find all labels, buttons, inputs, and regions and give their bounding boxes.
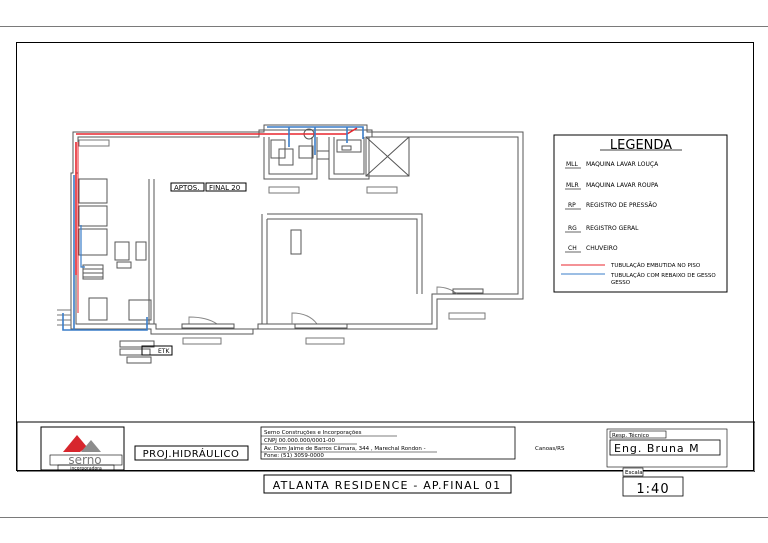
legend-item: RG REGISTRO GERAL: [565, 225, 639, 233]
legend-item: RP REGISTRO DE PRESSÃO: [565, 202, 657, 210]
resp-name: Eng. Bruna M: [614, 442, 700, 455]
company-line: Av. Dom Jaime de Barros Câmara, 344 , Ma…: [264, 445, 426, 452]
legend-item: CH CHUVEIRO: [565, 245, 618, 253]
unit-label-aptos: APTOS.: [174, 184, 199, 192]
bottom-rule: [0, 517, 768, 518]
pipe-kitchen-blue: [80, 225, 85, 268]
company-line: CNPJ 00.000.000/0001-00: [264, 438, 335, 444]
project-type: PROJ.HIDRÁULICO: [143, 447, 240, 460]
logo-sub: incorporadora: [70, 466, 102, 472]
unit-label: APTOS. FINAL 20: [170, 182, 247, 192]
legend-pipe-text: TUBULAÇÃO COM REBAIXO DE GESSO: [610, 272, 716, 279]
company-info: Serno Construções e Incorporações CNPJ 0…: [260, 426, 565, 460]
scale-value: 1:40: [636, 482, 669, 497]
etk-text: ETK: [158, 348, 170, 355]
company-line: Serno Construções e Incorporações: [264, 430, 362, 436]
logo-red-shape: [63, 435, 87, 452]
legend-box: LEGENDA MLL MAQUINA LAVAR LOUÇA MLR MAQU…: [553, 134, 728, 293]
company-logo: serno incorporadora: [40, 426, 125, 472]
pipe-floor-red: [75, 127, 358, 275]
pipe-ceiling-blue: [62, 126, 364, 331]
legend-pipe-text-cont: GESSO: [611, 280, 631, 286]
etk-label: ETK: [141, 345, 173, 356]
legend-code: RG: [568, 225, 577, 232]
company-line: Fone: (51) 3059-0000: [264, 453, 324, 459]
top-rule: [0, 26, 768, 27]
legend-pipe-text: TUBULAÇÃO EMBUTIDA NO PISO: [610, 262, 701, 269]
legend-code: CH: [568, 245, 577, 252]
drawing-canvas: APTOS. FINAL 20 ETK LEGENDA MLL MAQUINA …: [16, 124, 756, 473]
legend-text: MAQUINA LAVAR ROUPA: [586, 182, 659, 189]
floor-plan: [57, 124, 524, 364]
project-type-field: PROJ.HIDRÁULICO: [134, 445, 249, 461]
legend-item: MLL MAQUINA LAVAR LOUÇA: [565, 161, 659, 169]
company-city: Canoas/RS: [535, 446, 565, 452]
resp-label: Resp. Técnico: [612, 432, 650, 439]
legend-pipe-floor: TUBULAÇÃO EMBUTIDA NO PISO: [561, 262, 701, 269]
legend-code: RP: [568, 202, 576, 209]
legend-text: REGISTRO GERAL: [586, 225, 639, 232]
pipe-network: [62, 126, 364, 331]
logo-grey-shape: [81, 440, 101, 452]
legend-item: MLR MAQUINA LAVAR ROUPA: [565, 182, 659, 190]
legend-text: REGISTRO DE PRESSÃO: [586, 202, 657, 209]
legend-text: MAQUINA LAVAR LOUÇA: [586, 161, 659, 168]
project-name: ATLANTA RESIDENCE - AP.FINAL 01: [273, 479, 502, 492]
drawing-sheet: APTOS. FINAL 20 ETK LEGENDA MLL MAQUINA …: [16, 42, 756, 473]
unit-label-final: FINAL 20: [209, 184, 240, 192]
legend-pipe-ceiling: TUBULAÇÃO COM REBAIXO DE GESSO GESSO: [561, 272, 716, 286]
legend-code: MLL: [566, 161, 579, 168]
responsible-field: Resp. Técnico Eng. Bruna M: [606, 428, 728, 468]
scale-field: Escala 1:40: [622, 467, 684, 497]
logo-name: serno: [68, 453, 101, 467]
project-name-field: ATLANTA RESIDENCE - AP.FINAL 01: [263, 474, 512, 494]
legend-text: CHUVEIRO: [586, 245, 618, 252]
legend-title: LEGENDA: [610, 138, 672, 153]
legend-code: MLR: [566, 182, 579, 189]
